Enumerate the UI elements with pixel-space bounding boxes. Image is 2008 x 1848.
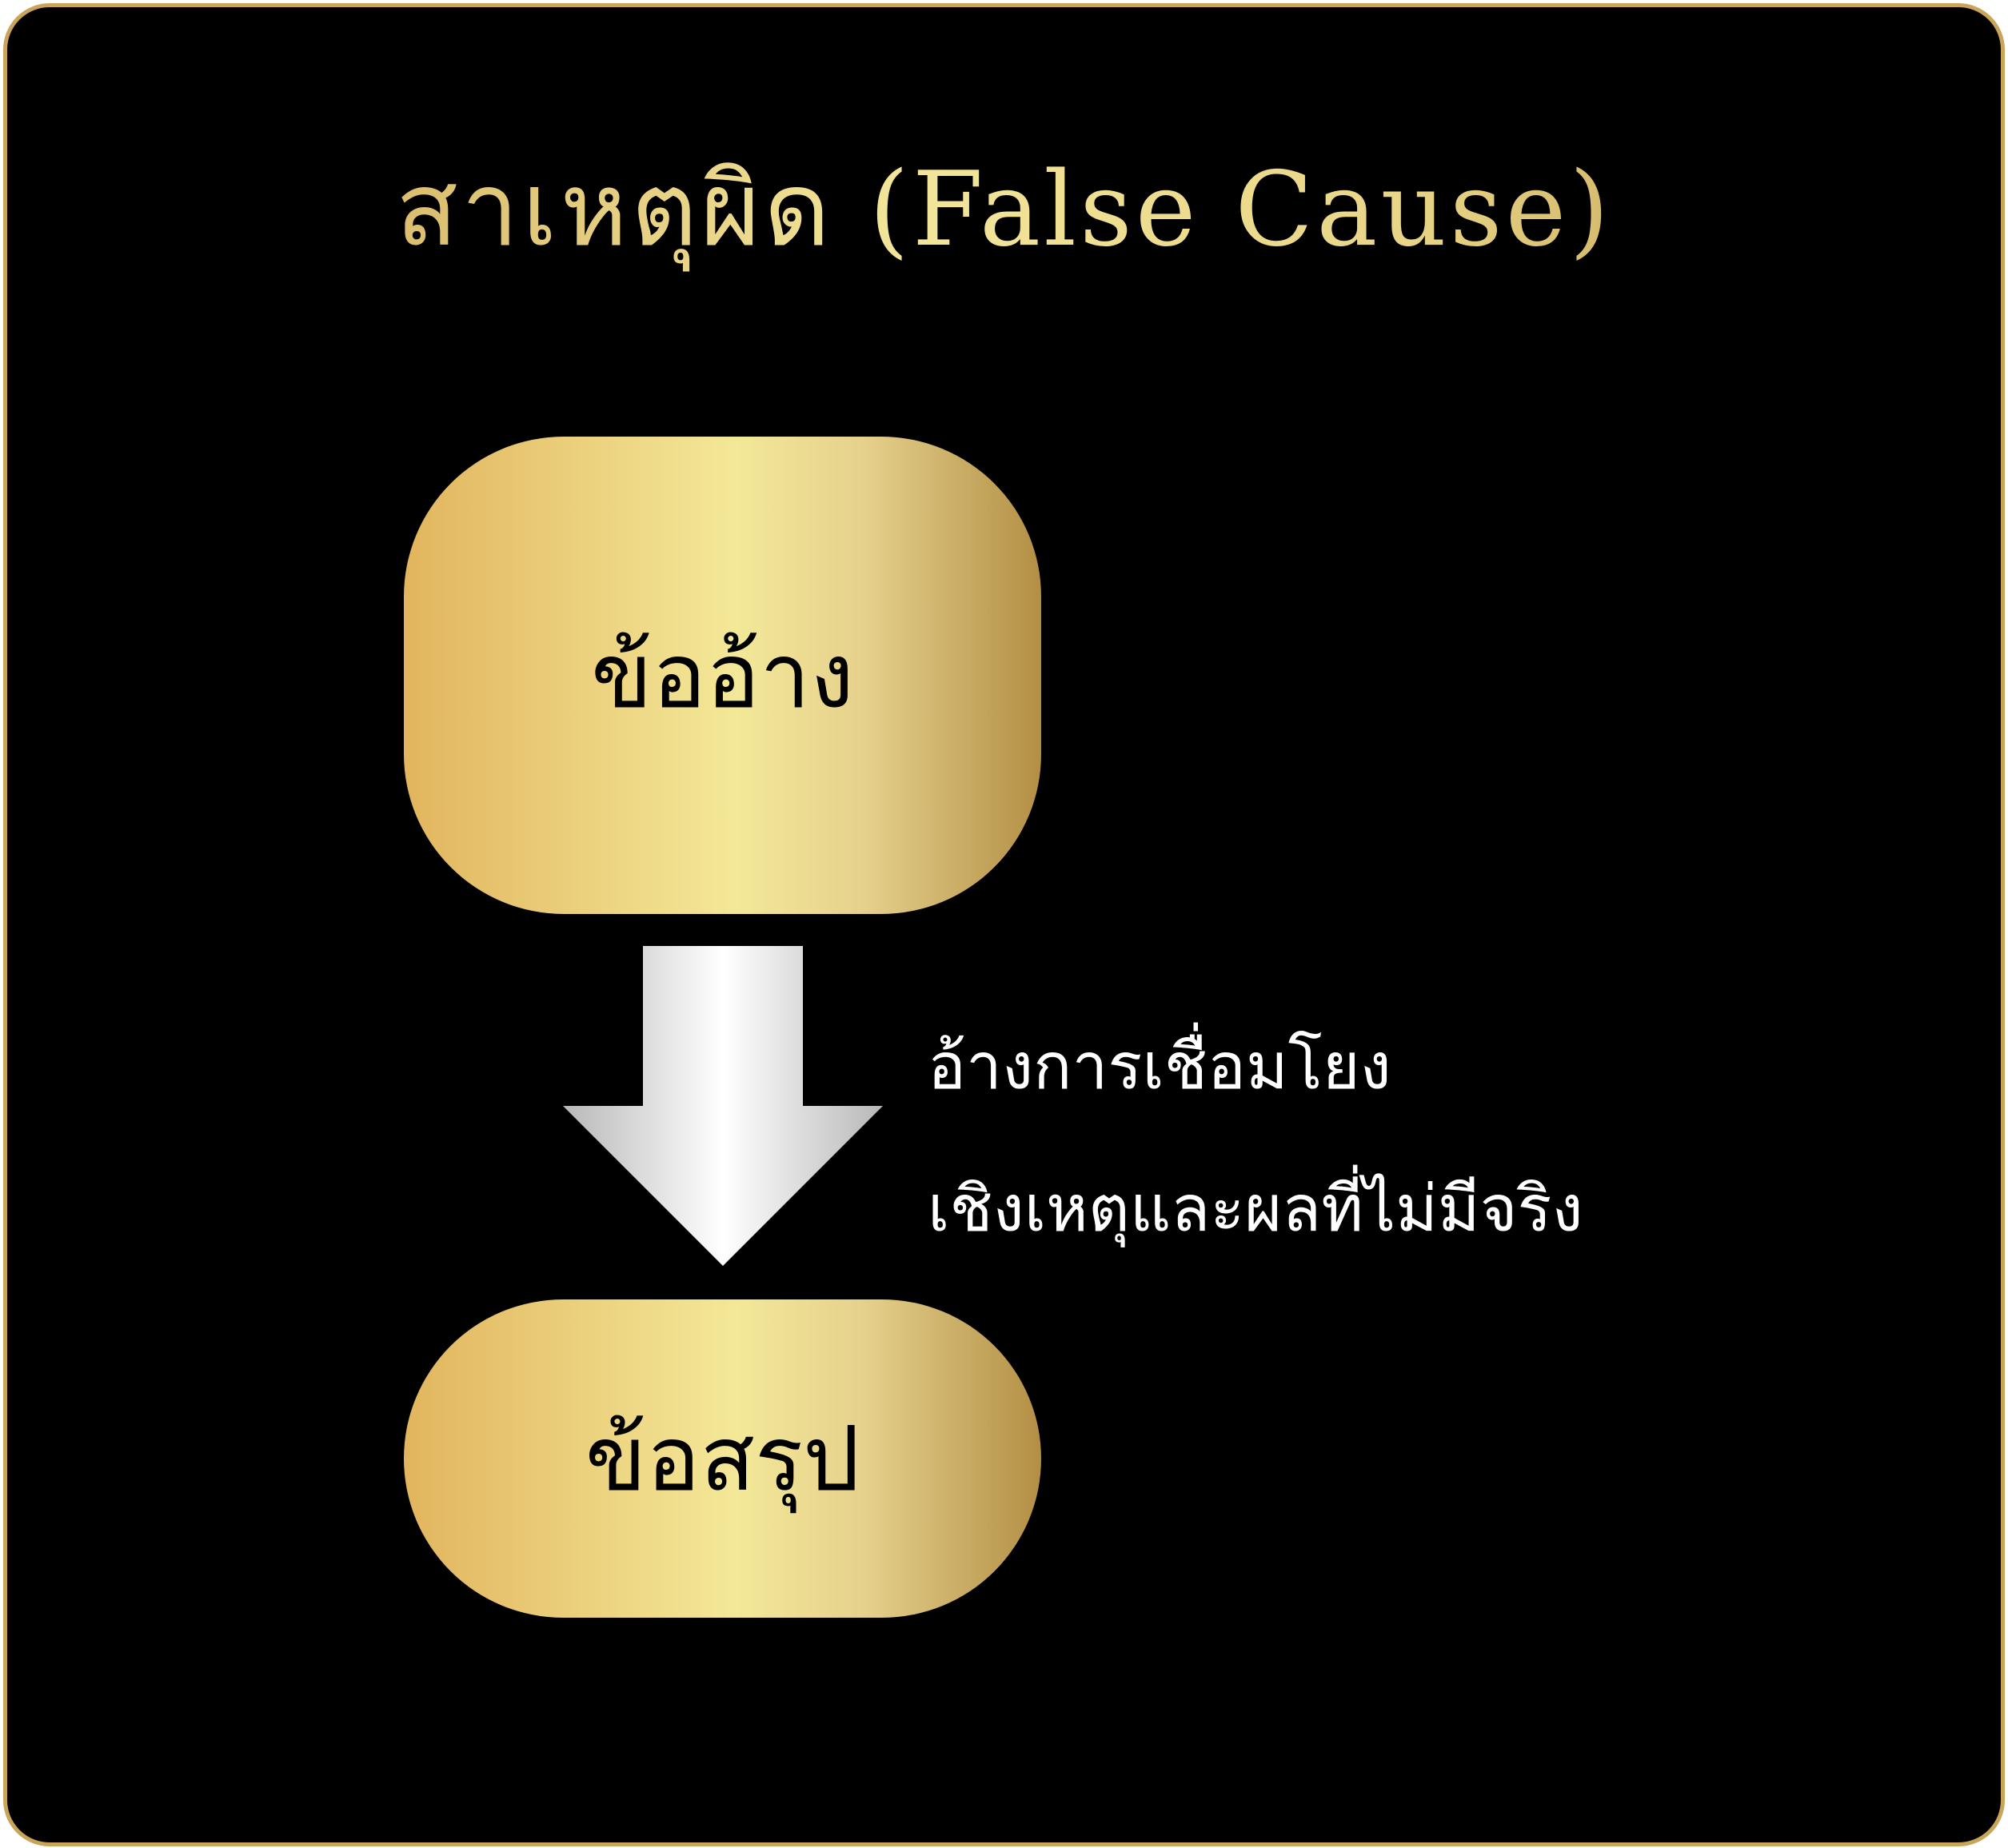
diagram-title: สาเหตุผิด (False Cause)	[0, 128, 2008, 290]
causal-link-caption: อ้างการเชื่อมโยง เชิงเหตุและผลที่ไม่มีจร…	[928, 996, 1583, 1280]
premise-label: ข้ออ้าง	[591, 624, 854, 728]
down-arrow-icon	[563, 946, 883, 1266]
premise-box: ข้ออ้าง	[404, 437, 1041, 914]
conclusion-label: ข้อสรุป	[585, 1407, 860, 1511]
conclusion-box: ข้อสรุป	[404, 1299, 1041, 1618]
caption-line-1: อ้างการเชื่อมโยง	[928, 1029, 1391, 1104]
caption-line-2: เชิงเหตุและผลที่ไม่มีจริง	[928, 1171, 1583, 1246]
